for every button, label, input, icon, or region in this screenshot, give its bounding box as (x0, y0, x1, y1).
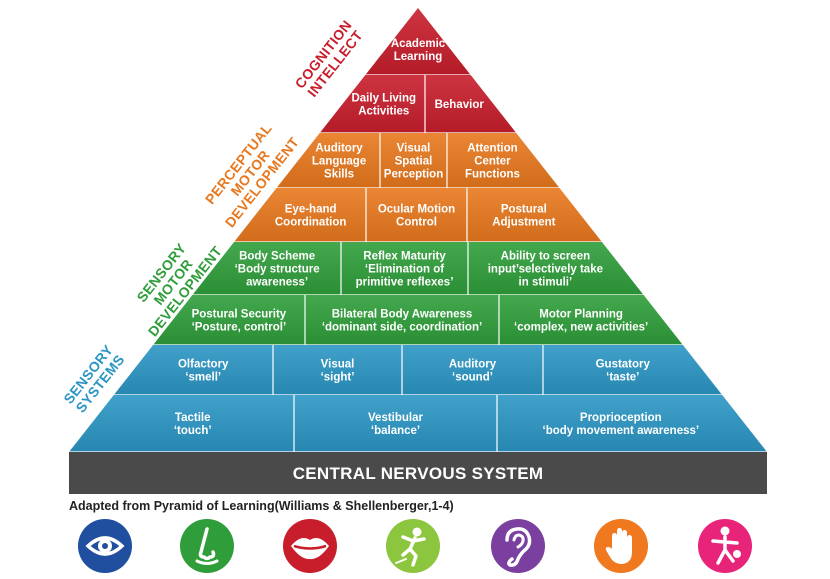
movement-figure-icon (386, 519, 440, 573)
pyramid-row: Postural Security‘Posture, control’ Bilat… (153, 295, 683, 346)
source-note: Adapted from Pyramid of Learning(William… (69, 499, 454, 513)
pyramid-row-shade (276, 133, 560, 188)
pyramid-cell-label: Behavior (435, 99, 485, 111)
pyramid-cell-label: Proprioception‘body movement awareness’ (543, 412, 700, 437)
pyramid-row-shade (153, 295, 683, 345)
pyramid-row-shade (192, 242, 644, 295)
balance-figure-icon (698, 519, 752, 573)
pyramid-row-shade (365, 8, 471, 75)
sensory-icon-row (0, 516, 830, 576)
mouth-icon (283, 519, 337, 573)
pyramid-row-shade (319, 75, 517, 133)
pyramid-cell-label: Motor Planning‘complex, new activities’ (514, 309, 648, 334)
ear-icon (491, 519, 545, 573)
pyramid-row: Olfactory‘smell’ Visual‘sight’ Auditory‘so… (113, 345, 723, 396)
pyramid-cell-label: Postural Security‘Posture, control’ (192, 309, 287, 334)
pyramid-cell-label: Tactile‘touch’ (174, 412, 212, 437)
pyramid-row-shade (69, 395, 767, 452)
pyramid-cell-label: Bilateral Body Awareness‘dominant side, … (322, 309, 482, 334)
pyramid-row: Tactile‘touch’ Vestibular‘balance’ Proprio… (69, 395, 767, 453)
pyramid-cell-label: Gustatory‘taste’ (596, 359, 651, 384)
pyramid-row-shade (113, 345, 723, 395)
pyramid-row-shade (234, 188, 602, 242)
pyramid-cell-label: Olfactory‘smell’ (178, 359, 229, 384)
central-nervous-system-label: CENTRAL NERVOUS SYSTEM (293, 464, 544, 483)
pyramid-cell-label: Visual‘sight’ (321, 359, 355, 384)
pyramid-cell-label: Auditory‘sound’ (449, 359, 497, 384)
eye-icon (78, 519, 132, 573)
central-nervous-system-bar: CENTRAL NERVOUS SYSTEM (69, 452, 767, 494)
pyramid-cell-label: Vestibular‘balance’ (368, 412, 423, 437)
hand-icon (594, 519, 648, 573)
nose-icon (180, 519, 234, 573)
